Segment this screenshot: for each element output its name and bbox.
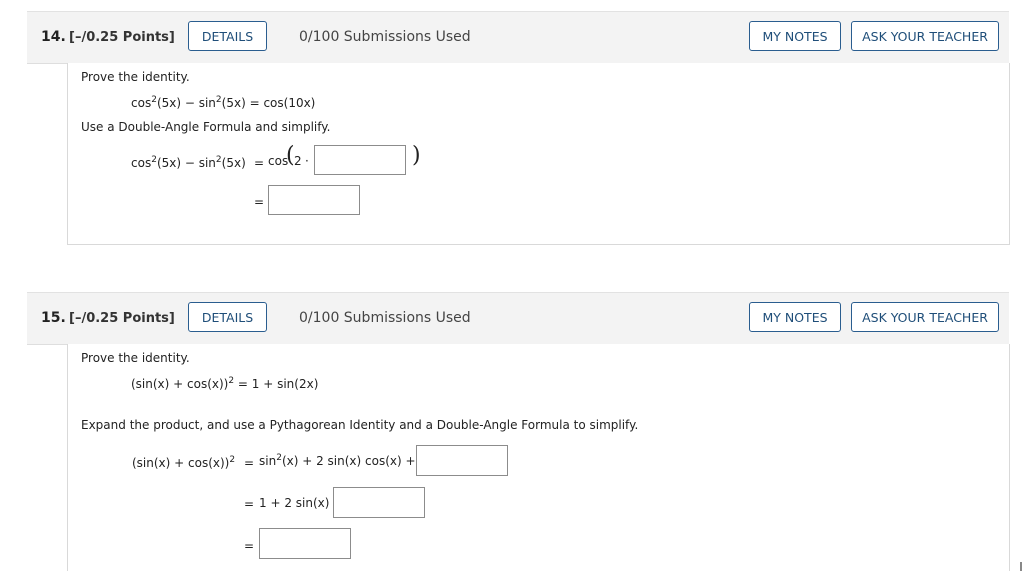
- equals-sign: =: [254, 195, 265, 209]
- step1-lhs: (sin(x) + cos(x))2: [132, 455, 235, 470]
- ask-your-teacher-button[interactable]: ASK YOUR TEACHER: [851, 21, 999, 51]
- question-15-body: Prove the identity. (sin(x) + cos(x))2 =…: [67, 344, 1010, 571]
- question-points: [–/0.25 Points]: [69, 311, 175, 326]
- instruction-text: Expand the product, and use a Pythagorea…: [81, 418, 639, 432]
- step1-lhs: cos2(5x) − sin2(5x): [131, 155, 246, 170]
- rhs-exponent: 2: [276, 453, 282, 463]
- details-button[interactable]: DETAILS: [188, 21, 267, 51]
- scrollbar-edge[interactable]: [1020, 562, 1022, 571]
- identity-equation: (sin(x) + cos(x))2 = 1 + sin(2x): [131, 376, 318, 391]
- cos-prefix: cos: [268, 154, 289, 168]
- details-button[interactable]: DETAILS: [188, 302, 267, 332]
- submissions-used: 0/100 Submissions Used: [299, 29, 471, 45]
- equals-sign: =: [244, 497, 255, 511]
- identity-part: (5x) = cos(10x): [221, 96, 316, 110]
- my-notes-button[interactable]: MY NOTES: [749, 302, 841, 332]
- identity-exponent: 2: [215, 95, 222, 105]
- question-15-header: 15. [–/0.25 Points] DETAILS 0/100 Submis…: [27, 292, 1009, 345]
- two-factor: 2: [294, 154, 302, 168]
- instruction-text: Use a Double-Angle Formula and simplify.: [81, 120, 331, 134]
- lhs-part: (sin(x) + cos(x)): [132, 456, 230, 470]
- submissions-used: 0/100 Submissions Used: [299, 310, 471, 326]
- close-paren: ): [412, 143, 421, 168]
- identity-part: (sin(x) + cos(x)): [131, 377, 229, 391]
- prompt-text: Prove the identity.: [81, 70, 190, 84]
- equals-sign: =: [254, 156, 265, 170]
- answer-input-1[interactable]: [314, 145, 406, 175]
- identity-exponent: 2: [151, 95, 157, 105]
- question-14-header: 14. [–/0.25 Points] DETAILS 0/100 Submis…: [27, 11, 1009, 64]
- lhs-part: cos: [131, 156, 152, 170]
- question-14-body: Prove the identity. cos2(5x) − sin2(5x) …: [67, 63, 1010, 245]
- rhs-part: sin: [259, 454, 277, 468]
- identity-exponent: 2: [228, 376, 235, 386]
- identity-part: cos: [131, 96, 152, 110]
- lhs-part: (5x) − sin: [156, 156, 216, 170]
- question-points: [–/0.25 Points]: [69, 30, 175, 45]
- my-notes-button[interactable]: MY NOTES: [749, 21, 841, 51]
- lhs-exponent: 2: [151, 155, 157, 165]
- answer-input-2[interactable]: [333, 487, 425, 518]
- question-number: 15.: [41, 310, 66, 326]
- lhs-part: (5x): [221, 156, 246, 170]
- rhs-part: (x) + 2 sin(x) cos(x) +: [281, 454, 416, 468]
- open-paren: (: [286, 143, 295, 168]
- step2-rhs: 1 + 2 sin(x): [259, 496, 330, 510]
- identity-part: (5x) − sin: [156, 96, 216, 110]
- ask-your-teacher-button[interactable]: ASK YOUR TEACHER: [851, 302, 999, 332]
- identity-part: = 1 + sin(2x): [234, 377, 319, 391]
- answer-input-1[interactable]: [416, 445, 508, 476]
- lhs-exponent: 2: [215, 155, 222, 165]
- equals-sign: =: [244, 539, 255, 553]
- step1-rhs: sin2(x) + 2 sin(x) cos(x) +: [259, 453, 416, 468]
- multiply-dot: ·: [305, 154, 309, 168]
- identity-equation: cos2(5x) − sin2(5x) = cos(10x): [131, 95, 315, 110]
- answer-input-3[interactable]: [259, 528, 351, 559]
- lhs-exponent: 2: [229, 455, 236, 465]
- prompt-text: Prove the identity.: [81, 351, 190, 365]
- answer-input-2[interactable]: [268, 185, 360, 215]
- equals-sign: =: [244, 456, 255, 470]
- question-number: 14.: [41, 29, 66, 45]
